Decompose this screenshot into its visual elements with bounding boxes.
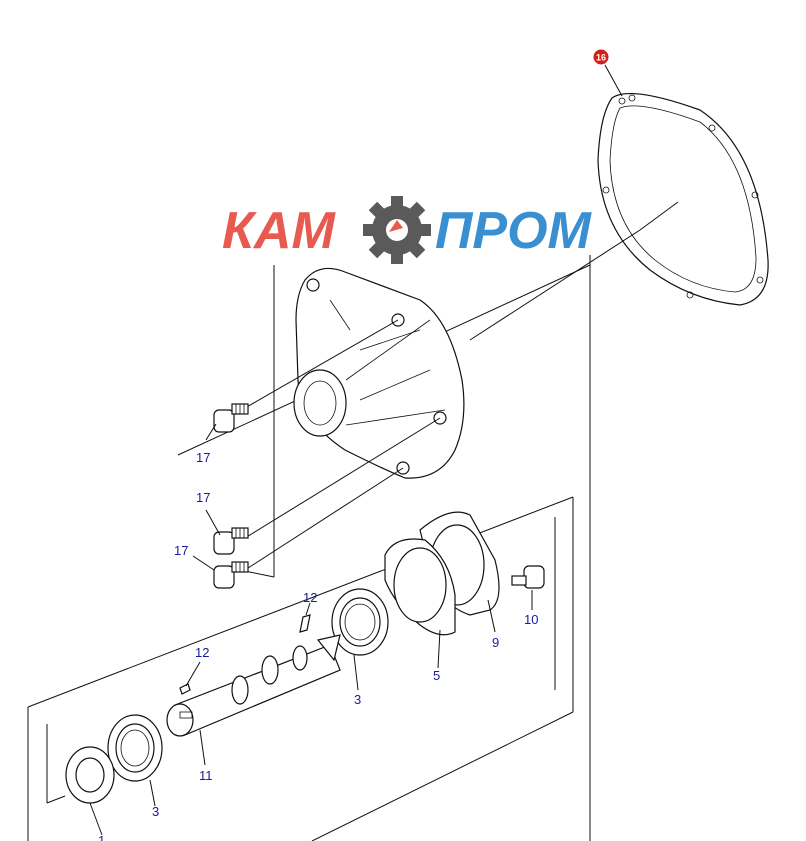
housing-cover	[244, 267, 465, 571]
bolt-17b	[213, 527, 249, 555]
callout-bolt-17b: 17	[196, 490, 210, 505]
callout-seal-upper: 3	[354, 692, 361, 707]
callout-seal-lower: 3	[152, 804, 159, 819]
large-gasket	[469, 64, 769, 341]
brand-logo: КАМ ПРОМ	[222, 196, 593, 264]
callout-gasket-top: 16	[593, 49, 609, 65]
callout-bolt-17a: 17	[196, 450, 210, 465]
shaft-11	[166, 634, 341, 737]
bolt-10	[511, 565, 545, 589]
logo-left-text: КАМ	[222, 202, 337, 260]
key-upper	[299, 614, 311, 633]
gasket-5	[384, 538, 456, 636]
callout-collar-1: 1	[98, 833, 105, 841]
bolt-17c	[213, 561, 249, 589]
svg-text:16: 16	[596, 53, 606, 63]
logo-right-text: ПРОМ	[435, 202, 593, 260]
callout-key-upper: 12	[303, 590, 317, 605]
bolt-17a	[213, 403, 249, 433]
key-lower	[179, 683, 191, 695]
callout-key-lower: 12	[195, 645, 209, 660]
callout-shaft-11: 11	[199, 768, 213, 783]
callout-bolt-10: 10	[524, 612, 538, 627]
highlight-badge	[593, 49, 609, 65]
seal-upper	[331, 588, 389, 656]
callout-bolt-17c: 17	[174, 543, 188, 558]
seal-lower	[107, 714, 163, 782]
gear-icon	[363, 196, 431, 264]
callout-plate-9: 9	[492, 635, 499, 650]
callout-gasket-5: 5	[433, 668, 440, 683]
collar-1	[65, 746, 115, 804]
